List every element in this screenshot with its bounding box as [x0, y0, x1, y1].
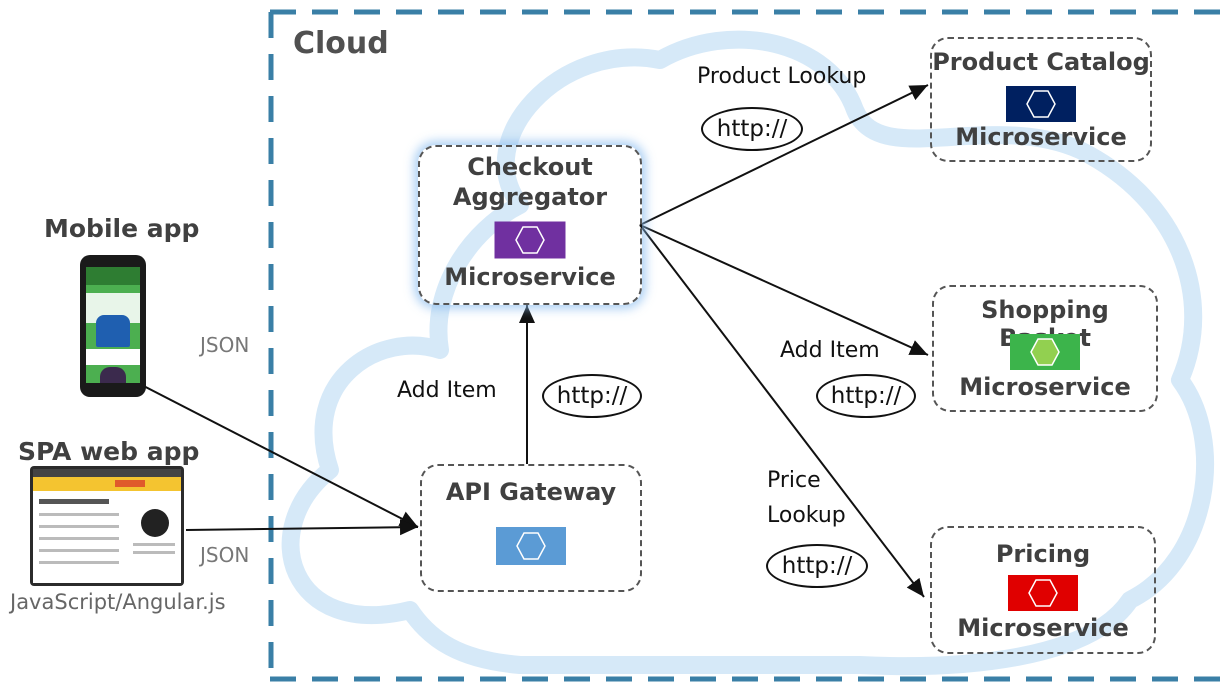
http-badge-pricing: http://	[766, 544, 868, 588]
checkout-aggregator-box: Checkout Aggregator Microservice	[418, 145, 642, 305]
pricing-title: Pricing	[995, 540, 1091, 568]
gateway-title: API Gateway	[445, 478, 617, 506]
edge-label-price: Price	[767, 468, 821, 493]
edge-label-product-lookup: Product Lookup	[697, 64, 867, 89]
basket-subtitle: Microservice	[959, 373, 1131, 401]
edge-label-lookup: Lookup	[767, 503, 846, 528]
spa-tech-label: JavaScript/Angular.js	[10, 590, 226, 614]
arrow-checkout-to-basket	[639, 224, 929, 356]
spa-json-label: JSON	[200, 543, 250, 567]
edge-label-add-item-checkout: Add Item	[397, 378, 497, 403]
cloud-label: Cloud	[293, 26, 389, 61]
spa-screenshot-image	[30, 466, 184, 586]
product-catalog-box: Product Catalog Microservice	[930, 37, 1152, 162]
arrow-checkout-to-pricing	[639, 224, 925, 598]
catalog-title: Product Catalog	[932, 48, 1150, 76]
checkout-title-line1: Checkout	[467, 153, 593, 181]
pricing-subtitle: Microservice	[957, 614, 1129, 642]
mobile-json-label: JSON	[200, 333, 250, 357]
microservice-hexagon-icon	[1006, 86, 1076, 122]
http-badge-gateway-checkout: http://	[542, 374, 642, 418]
microservice-hexagon-icon	[1010, 334, 1080, 370]
microservice-hexagon-icon	[494, 221, 566, 259]
microservice-hexagon-icon	[496, 527, 566, 565]
arrow-checkout-to-catalog	[639, 84, 929, 226]
edge-label-add-item-basket: Add Item	[780, 338, 880, 363]
pricing-box: Pricing Microservice	[930, 526, 1156, 654]
api-gateway-box: API Gateway	[420, 464, 642, 592]
cloud-shape	[281, 30, 1215, 676]
checkout-subtitle: Microservice	[444, 263, 616, 291]
shopping-basket-box: Shopping Basket Microservice	[932, 285, 1158, 412]
spa-app-label: SPA web app	[18, 437, 200, 466]
http-badge-catalog: http://	[701, 107, 803, 151]
microservice-hexagon-icon	[1008, 575, 1078, 611]
arrow-mobile-to-gateway	[131, 379, 419, 528]
catalog-subtitle: Microservice	[955, 123, 1127, 151]
arrow-spa-to-gateway	[185, 519, 419, 536]
mobile-phone-image	[80, 255, 146, 397]
http-badge-basket: http://	[816, 374, 916, 418]
checkout-title-line2: Aggregator	[452, 183, 608, 211]
mobile-app-label: Mobile app	[44, 214, 200, 243]
